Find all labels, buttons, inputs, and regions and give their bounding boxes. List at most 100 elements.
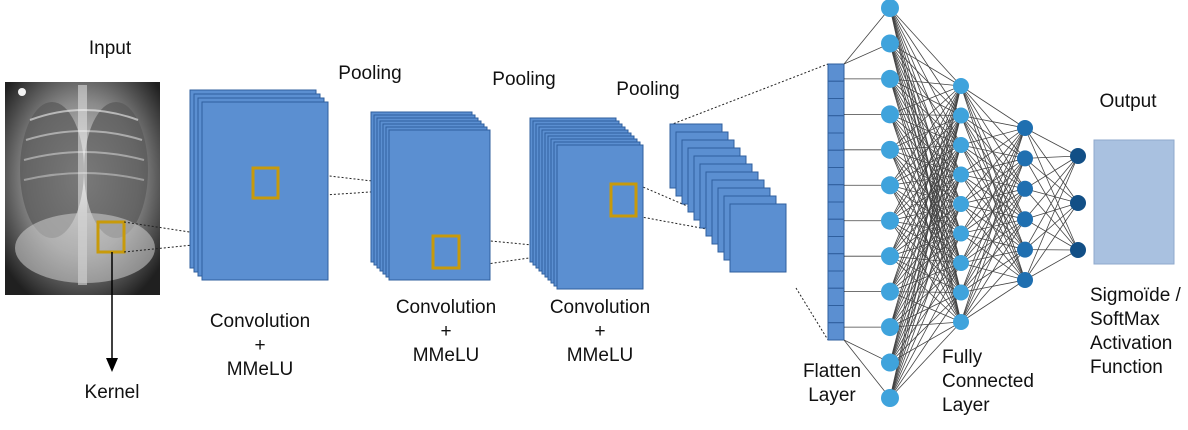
fc-node-layer-1 [881,247,899,266]
fc-edge [889,174,962,363]
kernel-label: Kernel [84,382,140,403]
fc-edge [843,339,891,399]
fc-edge [1024,155,1079,281]
fc-edge [1024,188,1079,251]
fc-edge [889,203,962,328]
conv-label-2-line3: MMeLU [412,345,480,366]
fc-node-layer-3 [1017,211,1033,228]
fc-edge [889,85,962,292]
fc-node-layer-3 [1017,272,1033,288]
fc-node-layer-2 [953,196,969,212]
conv-label-1-line3: MMeLU [226,359,294,380]
fc-edge [960,127,1026,175]
fc-node-layer-4 [1070,148,1086,164]
fc-edge [889,78,962,175]
fc-node-layer-1 [881,105,899,124]
flatten-layer-column [827,63,845,341]
fc-edge [889,115,962,399]
fc-edge [889,43,962,175]
fc-edge [889,78,962,116]
fc-edge [889,78,962,87]
conv-label-3: Convolution + MMeLU [540,296,660,368]
fc-edge [889,7,962,234]
fc-edge [960,127,1026,323]
fc-edge [889,115,962,328]
conv-label-3-line1: Convolution [549,297,651,318]
fc-edge [889,115,962,292]
fc-edge [889,7,962,116]
fc-node-layer-1 [881,34,899,53]
fc-edge [960,85,1026,129]
fc-edge [1024,249,1079,281]
conv-label-1: Convolution + MMeLU [200,310,320,382]
fc-edge [1024,202,1079,220]
fc-edge [889,233,962,399]
fc-edge [889,7,962,87]
kernel-box-conv2 [431,234,461,270]
fc-edge [960,203,1026,250]
fc-node-layer-1 [881,0,899,17]
fc-edge [889,85,962,328]
output-box [1093,139,1175,265]
fc-edge [889,149,962,234]
fc-edge [889,144,962,399]
fc-edge [960,158,1026,323]
fc-edge [889,184,962,234]
fc-edge [889,149,962,205]
flatten-cell [827,236,845,255]
fc-edge [889,149,962,175]
pooling-label-1: Pooling [338,63,402,84]
fc-node-layer-3 [1017,150,1033,167]
activation-label: Sigmoïde / SoftMax Activation Function [1090,284,1186,380]
flatten-cell [827,270,845,289]
fc-edge [889,85,962,257]
activation-label-line4: Function [1090,357,1163,378]
fc-edge [1024,218,1079,251]
fc-node-layer-1 [881,353,899,372]
fc-edge [960,249,1026,323]
conv-label-1-line1: Convolution [209,311,311,332]
fc-edge [889,43,962,205]
fc-edge [889,113,962,146]
fc-edge [1024,127,1079,204]
fc-node-layer-2 [953,137,969,153]
fc-node-layer-4 [1070,195,1086,211]
fc-edge [1024,155,1079,250]
fc-edge [960,218,1026,323]
fc-edge [889,7,962,205]
fc-edge [1024,188,1079,204]
fc-edge [889,43,962,234]
conv-label-3-line3: MMeLU [566,345,634,366]
fc-edge [960,279,1026,323]
fc-edge [1024,155,1079,220]
fc-edge [889,7,962,146]
fc-edge [889,321,962,399]
flatten-label: Flatten Layer [794,360,870,408]
feature-map-2-sheet [388,129,491,281]
fc-node-layer-1 [881,176,899,195]
conv-label-2: Convolution + MMeLU [386,296,506,368]
activation-label-line3: Activation [1090,333,1173,354]
fully-connected-label-line2: Connected [942,371,1034,392]
fc-node-layer-1 [881,282,899,301]
fc-edge [889,7,962,175]
feature-map-stacks [189,89,787,290]
fc-edge [960,115,1026,129]
fc-edge [889,43,962,116]
pooling-label-3: Pooling [616,79,680,100]
flatten-cell [827,115,845,134]
activation-label-line1: Sigmoïde / [1090,285,1181,306]
fc-node-layer-2 [953,166,969,183]
fc-node-layer-2 [953,255,969,271]
input-label: Input [88,38,132,59]
fc-edges [843,7,1079,399]
flatten-cell [827,322,845,341]
fc-edge [889,114,962,234]
fc-nodes [881,0,1086,407]
fc-edge [889,174,962,399]
fc-edge [889,262,962,399]
fc-edge [889,174,962,328]
fc-node-layer-1 [881,140,899,159]
flatten-cell [827,184,845,203]
